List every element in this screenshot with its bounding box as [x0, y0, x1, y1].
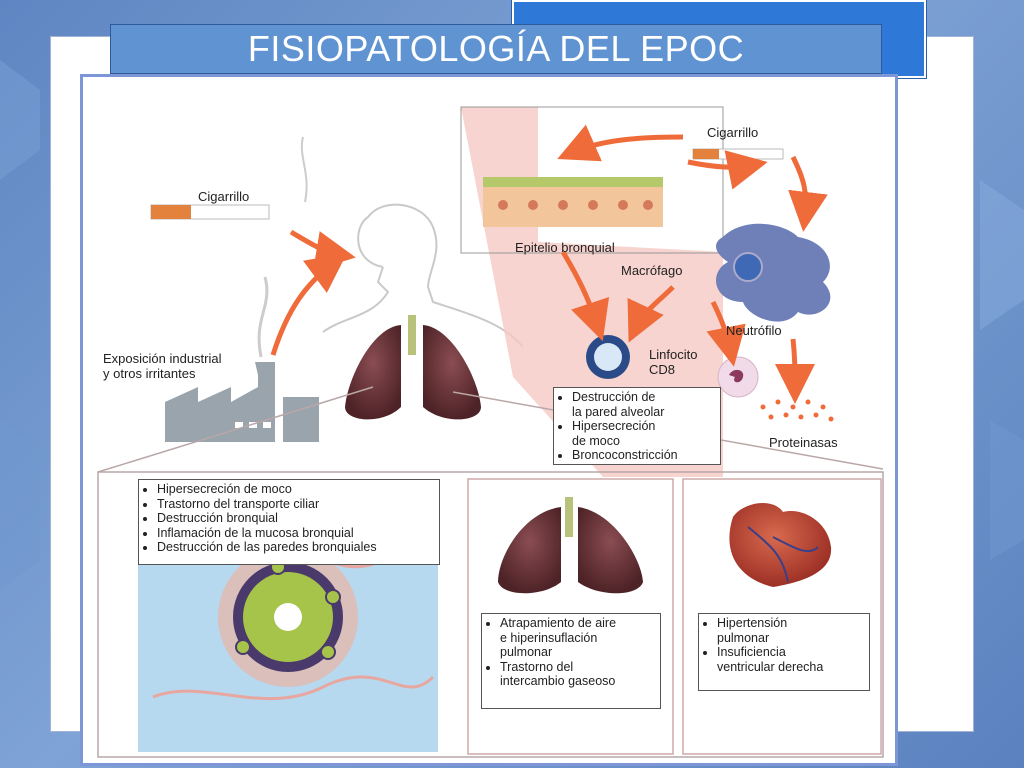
- alveolar-effects-list: Destrucción de la pared alveolar Hiperse…: [558, 390, 716, 463]
- industrial-exposure-label: Exposición industrial y otros irritantes: [103, 351, 222, 381]
- list-item: Insuficiencia ventricular derecha: [717, 645, 865, 674]
- cigarette-right-icon: [692, 148, 784, 160]
- list-item: Trastorno del transporte ciliar: [157, 497, 435, 512]
- list-item: Hipertensión pulmonar: [717, 616, 865, 645]
- epithelium-label: Epitelio bronquial: [515, 240, 615, 255]
- proteinases-label: Proteinasas: [769, 435, 838, 450]
- lungs-icon: [345, 315, 481, 420]
- list-item: Hipersecreción de moco: [572, 419, 716, 448]
- list-item: Broncoconstricción: [572, 448, 716, 463]
- alveolar-effects-box: Destrucción de la pared alveolar Hiperse…: [553, 387, 721, 465]
- lungs-panel-icon: [498, 497, 643, 594]
- neutrophil-label: Neutrófilo: [726, 323, 782, 338]
- slide-title: FISIOPATOLOGÍA DEL EPOC: [110, 24, 882, 74]
- lymphocyte-label: Linfocito CD8: [649, 347, 698, 377]
- factory-icon: [165, 276, 319, 442]
- list-item: Destrucción bronquial: [157, 511, 435, 526]
- lymphocyte-icon: [586, 335, 630, 379]
- heart-icon: [729, 502, 832, 587]
- flow-arrows: [270, 124, 828, 404]
- bronchial-effects-box: Hipersecreción de moco Trastorno del tra…: [138, 479, 440, 565]
- macrophage-icon: [716, 223, 831, 322]
- bronchial-effects-list: Hipersecreción de moco Trastorno del tra…: [143, 482, 435, 555]
- pulmonary-effects-box: Atrapamiento de aire e hiperinsuflación …: [481, 613, 661, 709]
- list-item: Atrapamiento de aire e hiperinsuflación …: [500, 616, 656, 660]
- list-item: Destrucción de la pared alveolar: [572, 390, 716, 419]
- list-item: Destrucción de las paredes bronquiales: [157, 540, 435, 555]
- pulmonary-effects-list: Atrapamiento de aire e hiperinsuflación …: [486, 616, 656, 689]
- cigarette-left-label: Cigarrillo: [198, 189, 250, 204]
- cardiac-effects-list: Hipertensión pulmonar Insuficiencia vent…: [703, 616, 865, 674]
- list-item: Inflamación de la mucosa bronquial: [157, 526, 435, 541]
- list-item: Hipersecreción de moco: [157, 482, 435, 497]
- cigarette-right-label: Cigarrillo: [707, 125, 759, 140]
- epoc-pathophysiology-diagram: Cigarrillo Exposición industrial y otros…: [80, 74, 898, 766]
- epithelium-icon: [483, 177, 663, 227]
- macrophage-label: Macrófago: [621, 263, 683, 278]
- list-item: Trastorno del intercambio gaseoso: [500, 660, 656, 689]
- cigarette-left-icon: [150, 136, 308, 220]
- diagram-illustration: [97, 106, 884, 758]
- proteinases-dots: [760, 399, 834, 422]
- neutrophil-icon: [717, 356, 759, 398]
- cardiac-effects-box: Hipertensión pulmonar Insuficiencia vent…: [698, 613, 870, 691]
